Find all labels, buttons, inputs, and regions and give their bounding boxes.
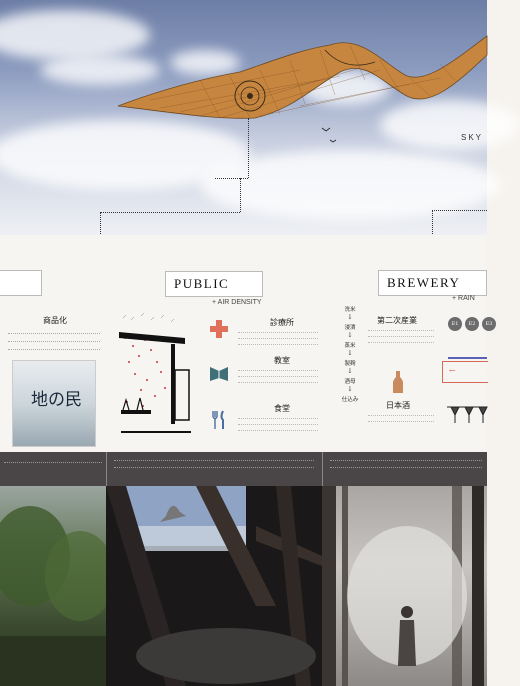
fork-knife-icon — [212, 410, 224, 429]
public-section-drawing — [119, 312, 191, 433]
airship-illustration — [117, 35, 488, 143]
public-item-dining-heading: 食堂 — [274, 404, 290, 413]
public-item-clinic-text — [238, 329, 318, 345]
brewery-title: BREWERY — [387, 275, 461, 290]
strip-caption-left — [4, 460, 102, 463]
strip-divider — [106, 452, 107, 486]
public-subtitle: + AIR DENSITY — [212, 299, 262, 306]
brewery-sake-heading: 日本酒 — [386, 401, 410, 410]
panel-title-left — [0, 270, 42, 296]
strip-divider — [322, 452, 323, 486]
wine-glasses-icon — [447, 406, 488, 423]
flow-step: 蒸米 — [344, 343, 356, 349]
sky-label: SKY — [460, 133, 483, 142]
connector-line — [248, 118, 249, 178]
flow-step: 酒母 — [344, 379, 356, 385]
connector-line — [240, 178, 241, 212]
public-item-classroom-text — [238, 367, 318, 383]
panels-area: 商品化 地の民 PUBLIC + AIR DENSITY 診療 — [0, 235, 496, 452]
sky-background: SKY — [0, 0, 520, 235]
strip-caption-center — [114, 458, 314, 468]
panel-title-brewery: BREWERY — [378, 270, 487, 296]
open-book-icon — [210, 367, 228, 381]
airship-engine — [234, 80, 266, 112]
left-heading: 商品化 — [43, 316, 67, 325]
photo-mist — [322, 486, 487, 686]
arrow-down-icon: ↓ — [347, 385, 353, 393]
public-item-clinic-heading: 診療所 — [270, 318, 294, 327]
photo-forest — [0, 486, 115, 686]
product-poster: 地の民 — [12, 360, 96, 447]
brewery-subtitle: + RAIN — [452, 295, 475, 302]
process-circle: E3 — [482, 317, 496, 331]
cloud — [200, 150, 500, 220]
product-title: 地の民 — [31, 390, 82, 410]
brewery-industry-heading: 第二次産業 — [377, 316, 417, 325]
flow-step: 製麹 — [344, 361, 356, 367]
cloud — [170, 50, 240, 75]
flow-step: 仕込み — [341, 397, 359, 403]
cloud — [380, 100, 520, 150]
sake-bottle-icon — [393, 371, 403, 393]
panel-title-public: PUBLIC — [165, 271, 263, 297]
arrow-down-icon: ↓ — [347, 349, 353, 357]
plus-cross-icon — [210, 320, 228, 338]
connector-line — [100, 212, 240, 213]
photo-structure — [106, 486, 322, 686]
public-item-classroom-heading: 教室 — [274, 356, 290, 365]
arrow-down-icon: ↓ — [347, 367, 353, 375]
arrow-left-icon: ← — [449, 366, 456, 375]
left-body-text — [8, 329, 100, 350]
brewery-industry-text — [368, 327, 434, 343]
strip-caption-right — [330, 458, 482, 468]
arrow-down-icon: ↓ — [347, 331, 353, 339]
arrow-box — [442, 361, 488, 383]
flow-step: 浸漬 — [344, 325, 356, 331]
rain-dots — [124, 337, 166, 407]
brewery-sake-text — [368, 412, 434, 422]
arrow-down-icon: ↓ — [347, 313, 353, 321]
airship-body — [117, 35, 488, 119]
public-item-dining-text — [238, 415, 318, 431]
caption-strip — [0, 452, 487, 486]
accent-line — [448, 357, 487, 359]
connector-line — [215, 178, 248, 179]
process-circle: E1 — [448, 317, 462, 331]
cloud — [40, 55, 160, 85]
connector-line — [432, 210, 487, 211]
flow-step: 洗米 — [344, 307, 356, 313]
process-circle: E2 — [465, 317, 479, 331]
public-title: PUBLIC — [174, 276, 230, 291]
birds-icon — [321, 127, 337, 143]
cloud — [0, 10, 150, 60]
